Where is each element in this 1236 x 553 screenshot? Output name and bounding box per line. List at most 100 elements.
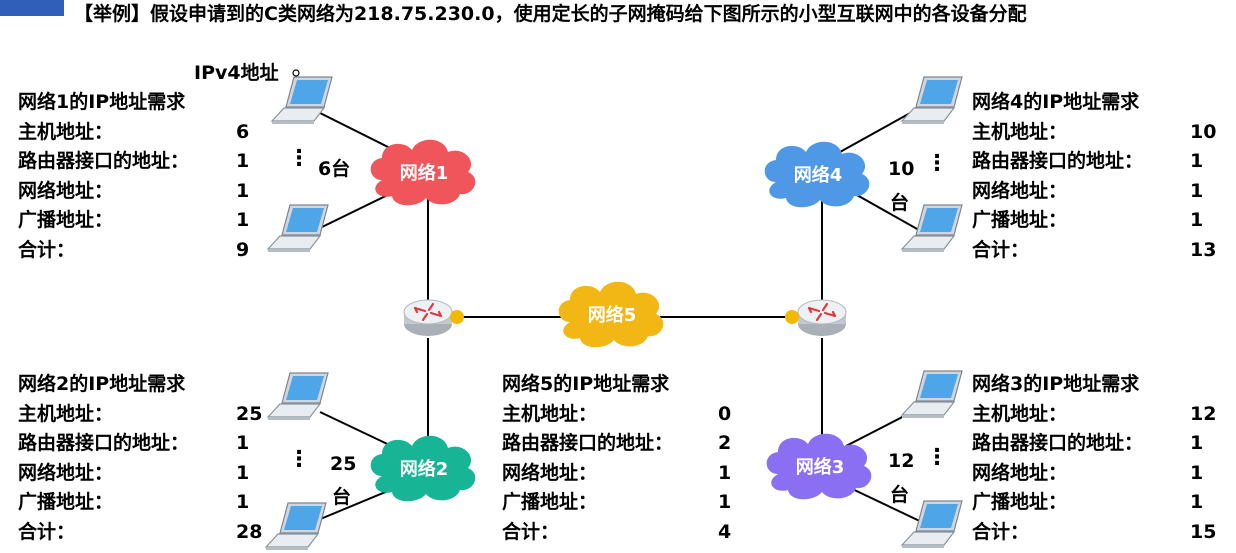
laptop-icon-net2-top bbox=[267, 372, 329, 421]
row-value: 1 bbox=[236, 209, 250, 231]
ipv4-address-label: IPv4地址 bbox=[194, 62, 279, 84]
requirements-net1: 网络1的IP地址需求 主机地址：6 路由器接口的地址： 1 网络地址： 1 广播地址… bbox=[18, 88, 258, 265]
row-value: 9 bbox=[236, 238, 250, 261]
laptop-icon-net3-bottom bbox=[901, 500, 963, 549]
requirements-net5: 网络5的IP地址需求 主机地址：0 路由器接口的地址：2 网络地址：1 广播地址… bbox=[502, 370, 742, 547]
row-label: 广播地址： bbox=[972, 491, 1068, 513]
row-label: 主机地址： bbox=[18, 402, 114, 425]
cloud-network4-label: 网络4 bbox=[794, 164, 843, 186]
host-ellipsis-net3: ⋮ bbox=[926, 445, 948, 470]
requirement-row-host: 主机地址：6 bbox=[18, 118, 258, 148]
row-value: 13 bbox=[1190, 238, 1217, 261]
row-value: 1 bbox=[718, 461, 732, 484]
row-value: 1 bbox=[1190, 432, 1204, 454]
laptop-icon-net4-bottom bbox=[901, 204, 963, 253]
row-label: 合计： bbox=[972, 520, 1030, 543]
row-label: 主机地址： bbox=[972, 120, 1068, 143]
row-label: 广播地址： bbox=[502, 491, 598, 513]
host-count-net2-number: 25 bbox=[330, 453, 357, 475]
cloud-network1: 网络1 bbox=[370, 139, 476, 206]
row-label: 主机地址： bbox=[972, 402, 1068, 425]
requirement-heading: 网络4的IP地址需求 bbox=[972, 91, 1140, 113]
cloud-network3-label: 网络3 bbox=[796, 456, 845, 478]
row-label: 网络地址： bbox=[18, 461, 114, 484]
row-label: 网络地址： bbox=[972, 179, 1068, 202]
row-label: 合计： bbox=[972, 238, 1030, 261]
page-title: 【举例】假设申请到的C类网络为218.75.230.0，使用定长的子网掩码给下图… bbox=[74, 3, 1027, 25]
requirement-row-host: 主机地址：0 bbox=[502, 400, 742, 430]
requirement-heading: 网络5的IP地址需求 bbox=[502, 373, 670, 395]
row-value: 1 bbox=[1190, 461, 1204, 484]
requirement-row-network: 网络地址： 1 bbox=[972, 459, 1222, 489]
requirement-heading: 网络1的IP地址需求 bbox=[18, 91, 186, 113]
requirement-row-network: 网络地址： 1 bbox=[18, 177, 258, 207]
link-net4-laptop-top bbox=[839, 111, 913, 153]
host-count-net3-number: 12 bbox=[888, 450, 915, 472]
cloud-network5-label: 网络5 bbox=[588, 304, 637, 326]
row-value: 1 bbox=[236, 179, 250, 202]
router-icon-right bbox=[796, 298, 848, 338]
laptop-icon-net3-top bbox=[901, 370, 963, 419]
cloud-network4: 网络4 bbox=[764, 141, 870, 208]
row-value: 1 bbox=[236, 491, 250, 513]
row-value: 4 bbox=[718, 520, 732, 543]
requirement-row-broadcast: 广播地址： 1 bbox=[18, 488, 268, 518]
row-label: 合计： bbox=[18, 520, 76, 543]
requirement-row-total: 合计： 9 bbox=[18, 236, 258, 266]
row-label: 路由器接口的地址： bbox=[972, 150, 1144, 172]
row-label: 路由器接口的地址： bbox=[18, 150, 190, 172]
row-value: 1 bbox=[1190, 179, 1204, 202]
row-label: 网络地址： bbox=[502, 461, 598, 484]
row-value: 1 bbox=[236, 432, 250, 454]
host-count-net1: 6台 bbox=[318, 158, 351, 180]
row-label: 路由器接口的地址： bbox=[18, 432, 190, 454]
requirement-row-router: 路由器接口的地址： 1 bbox=[18, 429, 268, 459]
requirement-row-network: 网络地址： 1 bbox=[502, 459, 742, 489]
host-count-net3-unit: 台 bbox=[890, 484, 910, 506]
title-accent-bar bbox=[0, 0, 64, 16]
laptop-icon-net4-top bbox=[901, 76, 963, 125]
requirements-net4: 网络4的IP地址需求 主机地址： 10 路由器接口的地址： 1 网络地址： 1 广播地… bbox=[972, 88, 1222, 265]
cloud-network5: 网络5 bbox=[558, 281, 664, 348]
row-label: 路由器接口的地址： bbox=[972, 432, 1144, 454]
host-count-net4-unit: 台 bbox=[890, 192, 910, 214]
cloud-network2-label: 网络2 bbox=[400, 458, 449, 480]
requirement-row-router: 路由器接口的地址： 1 bbox=[972, 147, 1222, 177]
requirement-row-total: 合计： 13 bbox=[972, 236, 1222, 266]
router-icon-left bbox=[402, 298, 454, 338]
interface-dot-right bbox=[785, 310, 799, 324]
requirement-row-network: 网络地址： 1 bbox=[18, 459, 268, 489]
host-ellipsis-net4: ⋮ bbox=[926, 151, 948, 176]
row-value: 6 bbox=[236, 120, 250, 143]
row-value: 1 bbox=[236, 461, 250, 484]
requirement-row-network: 网络地址： 1 bbox=[972, 177, 1222, 207]
row-label: 网络地址： bbox=[18, 179, 114, 202]
host-ellipsis-net2: ⋮ bbox=[288, 447, 310, 472]
host-ellipsis-net1: ⋮ bbox=[288, 146, 310, 171]
requirements-net2: 网络2的IP地址需求 主机地址：25 路由器接口的地址：1 网络地址：1 广播地… bbox=[18, 370, 268, 547]
link-net3-laptop-top bbox=[845, 411, 913, 447]
row-label: 网络地址： bbox=[972, 461, 1068, 484]
requirement-row-broadcast: 广播地址：1 bbox=[972, 206, 1222, 236]
row-label: 广播地址： bbox=[18, 209, 114, 231]
cloud-network2: 网络2 bbox=[370, 435, 476, 502]
requirement-row-broadcast: 广播地址： 1 bbox=[18, 206, 258, 236]
row-label: 主机地址： bbox=[502, 402, 598, 425]
row-value: 1 bbox=[236, 150, 250, 172]
host-count-net2-unit: 台 bbox=[332, 486, 352, 508]
row-value: 1 bbox=[1190, 491, 1204, 513]
requirement-row-router: 路由器接口的地址： 1 bbox=[18, 147, 258, 177]
requirement-row-total: 合计： 15 bbox=[972, 518, 1222, 548]
row-value: 15 bbox=[1190, 520, 1217, 543]
cloud-network3: 网络3 bbox=[766, 433, 872, 500]
row-value: 10 bbox=[1190, 120, 1217, 143]
requirement-heading: 网络2的IP地址需求 bbox=[18, 373, 186, 395]
row-value: 1 bbox=[718, 491, 732, 513]
requirement-row-total: 合计：4 bbox=[502, 518, 742, 548]
row-label: 广播地址： bbox=[18, 491, 114, 513]
row-value: 1 bbox=[1190, 150, 1204, 172]
row-label: 路由器接口的地址： bbox=[502, 432, 674, 454]
requirement-row-total: 合计：28 bbox=[18, 518, 268, 548]
row-label: 合计： bbox=[18, 238, 76, 261]
